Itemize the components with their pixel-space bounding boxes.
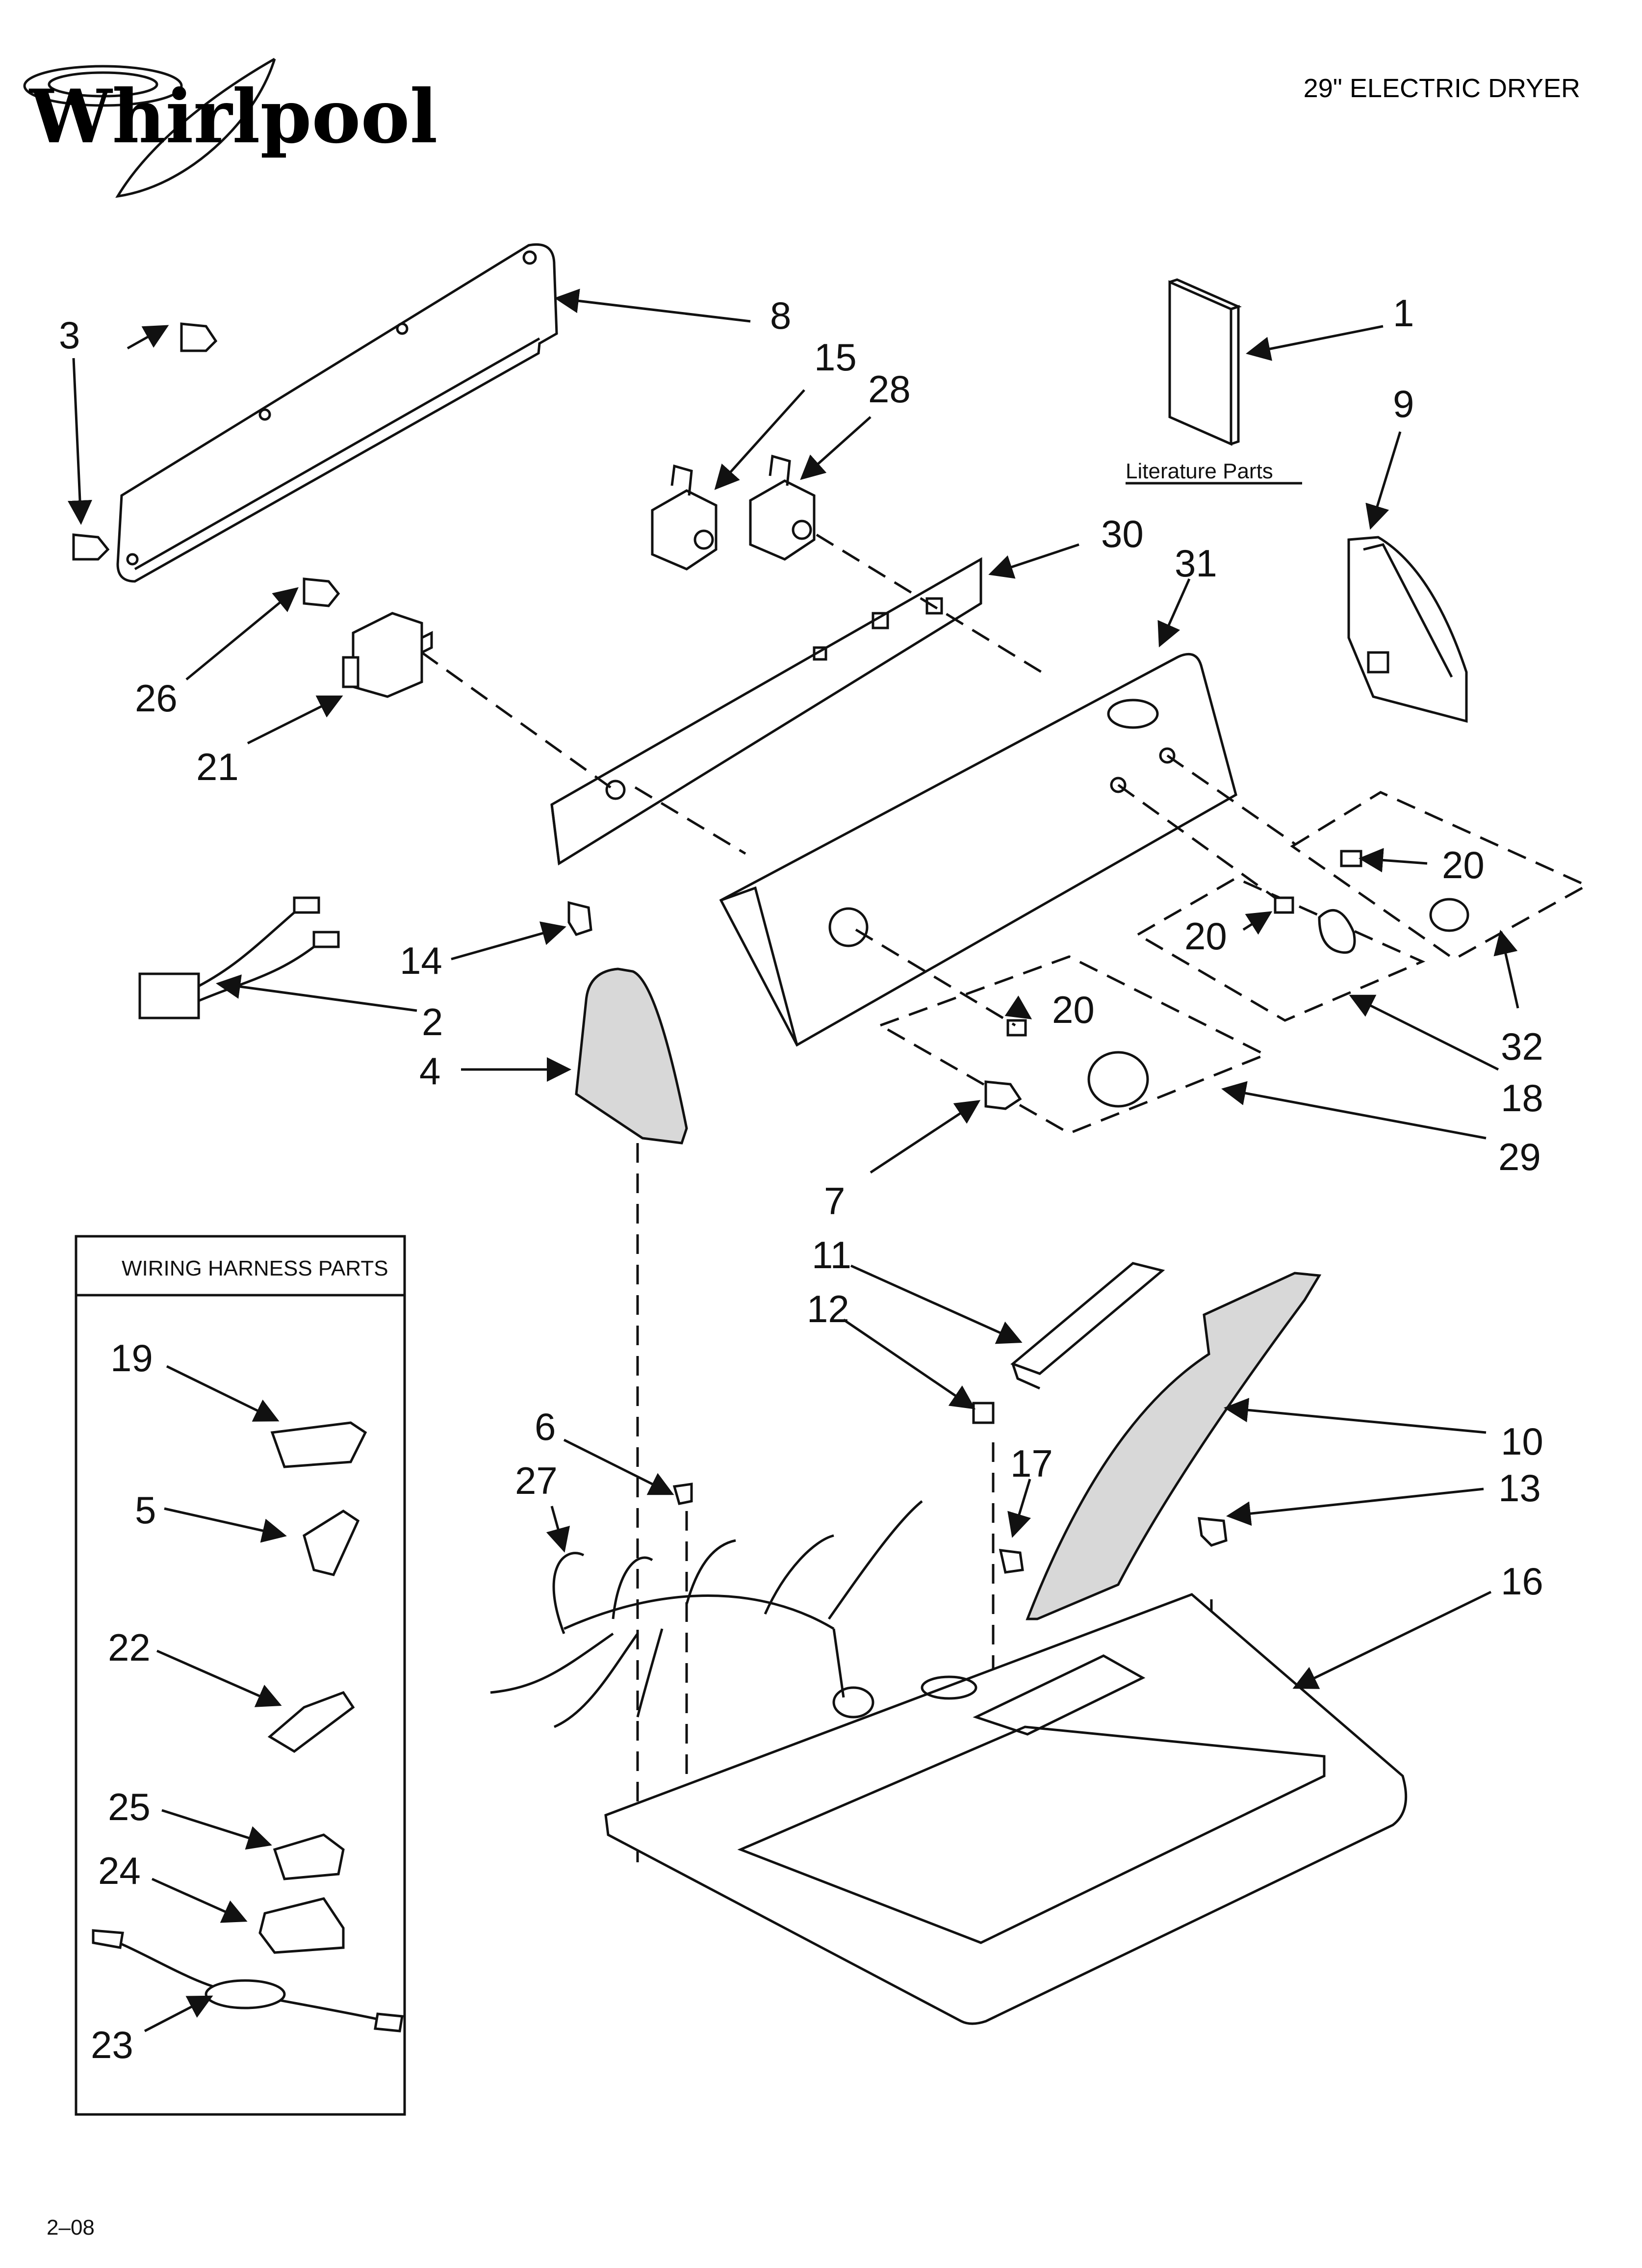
part-11-lint-screen	[1010, 1262, 1165, 1390]
callout-28: 28	[868, 367, 911, 411]
part-8-rear-bracket	[116, 243, 558, 583]
callout-13: 13	[1498, 1466, 1541, 1510]
whirlpool-logo: Whirlpool	[23, 57, 437, 198]
part-10-lint-housing	[1026, 1272, 1322, 1620]
callout-16: 16	[1501, 1560, 1543, 1603]
callout-23: 23	[91, 2023, 133, 2066]
callout-9: 9	[1393, 382, 1414, 425]
part-4-end-cap	[575, 967, 688, 1145]
logo-swirl-icon	[23, 65, 183, 107]
part-19-connector-icon	[270, 1421, 367, 1468]
callout-6: 6	[535, 1405, 556, 1448]
callout-22: 22	[108, 1626, 151, 1669]
callout-20c: 20	[1052, 988, 1095, 1031]
date-code: 2–08	[47, 2216, 95, 2240]
part-31-console	[719, 652, 1237, 1047]
callout-12: 12	[807, 1287, 849, 1330]
part-16-top-panel	[604, 1593, 1408, 2025]
part-14-screw-icon	[567, 901, 592, 937]
callout-2: 2	[422, 1000, 443, 1043]
callout-4: 4	[419, 1049, 440, 1093]
part-6-clip-icon	[672, 1483, 693, 1505]
wiring-box-title: WIRING HARNESS PARTS	[122, 1256, 388, 1280]
part-26-screw-icon	[303, 577, 340, 607]
part-13-screw-icon	[1198, 1517, 1228, 1547]
callout-19: 19	[110, 1336, 153, 1380]
callout-20b: 20	[1184, 914, 1227, 958]
callout-20a: 20	[1442, 843, 1485, 886]
part-3-screw-icon	[72, 322, 218, 561]
callout-27: 27	[515, 1459, 558, 1502]
callout-14: 14	[400, 939, 442, 982]
part-25-connector-icon	[273, 1833, 345, 1880]
part-15-switch	[651, 464, 718, 571]
callout-25: 25	[108, 1785, 151, 1828]
callout-1: 1	[1393, 291, 1414, 335]
part-12-clip-icon	[972, 1402, 995, 1424]
callout-29: 29	[1498, 1135, 1541, 1178]
callout-3: 3	[59, 313, 80, 357]
part-5-clip-icon	[303, 1510, 360, 1576]
callout-arrows	[68, 288, 1519, 2033]
literature-label: Literature Parts	[1126, 459, 1273, 483]
callout-24: 24	[98, 1849, 141, 1892]
part-18-knob-group	[1135, 877, 1426, 1022]
part-17-screw-icon	[999, 1549, 1024, 1574]
callout-31: 31	[1175, 542, 1217, 585]
callout-21: 21	[196, 745, 239, 788]
part-7-screw-icon	[984, 1080, 1022, 1110]
part-9-end-cap	[1347, 536, 1468, 723]
part-2-connector	[138, 896, 340, 1019]
model-title: 29" ELECTRIC DRYER	[1304, 74, 1580, 103]
part-30-control-bracket	[550, 557, 982, 866]
part-21-timer	[342, 612, 433, 698]
brand-name: Whirlpool	[28, 74, 437, 160]
callout-30: 30	[1101, 512, 1144, 555]
part-29-knob-group	[877, 955, 1269, 1135]
callout-17: 17	[1010, 1442, 1053, 1485]
callout-8: 8	[770, 294, 791, 337]
wiring-harness-parts-box: WIRING HARNESS PARTS	[75, 1235, 406, 2116]
callout-10: 10	[1501, 1420, 1543, 1463]
callout-7: 7	[824, 1179, 845, 1223]
callout-labels: 8 3 15 28 1 9 30 31 26 21 20 20 20 14 2 …	[59, 291, 1543, 2066]
part-22-terminal-icon	[267, 1691, 355, 1753]
callout-26: 26	[135, 677, 178, 720]
callout-15: 15	[814, 336, 857, 379]
callout-32: 32	[1501, 1025, 1543, 1068]
part-28-switch	[749, 454, 816, 561]
callout-5: 5	[135, 1488, 156, 1532]
callout-18: 18	[1501, 1076, 1543, 1120]
callout-11: 11	[812, 1233, 851, 1277]
part-27-wiring-harness	[490, 1500, 923, 1728]
part-1-literature-book-icon	[1168, 278, 1242, 446]
part-24-connector-icon	[258, 1897, 345, 1954]
